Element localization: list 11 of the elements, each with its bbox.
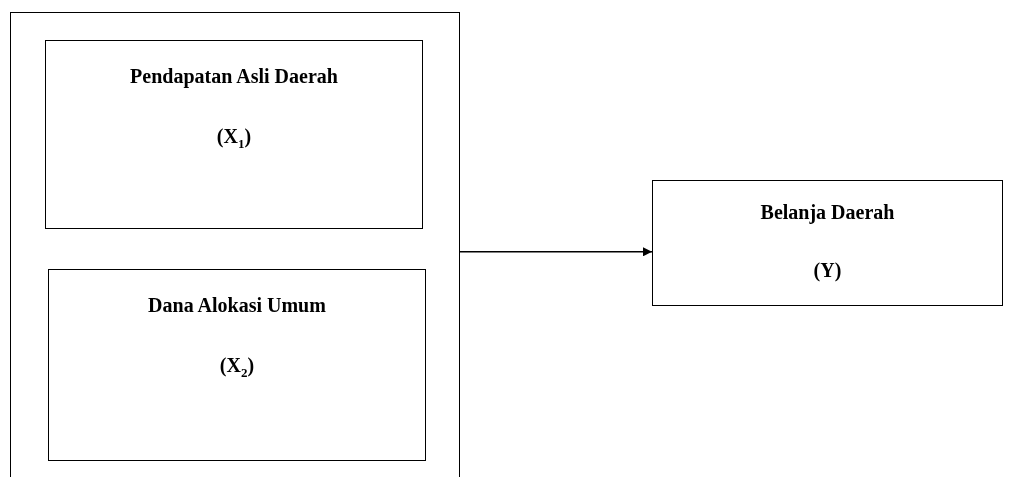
arrow <box>459 247 653 257</box>
variable-name: Pendapatan Asli Daerah <box>129 65 339 88</box>
variable-name: Belanja Daerah <box>759 201 896 224</box>
variable-box <box>652 180 1003 306</box>
variable-symbol: (X$_{2}$) <box>218 354 256 381</box>
variable-box <box>48 269 426 461</box>
group-box <box>10 12 460 477</box>
variable-symbol: (X$_{1}$) <box>215 125 253 152</box>
variable-symbol: (Y) <box>812 259 843 282</box>
variable-box <box>45 40 423 229</box>
variable-name: Dana Alokasi Umum <box>147 294 327 317</box>
